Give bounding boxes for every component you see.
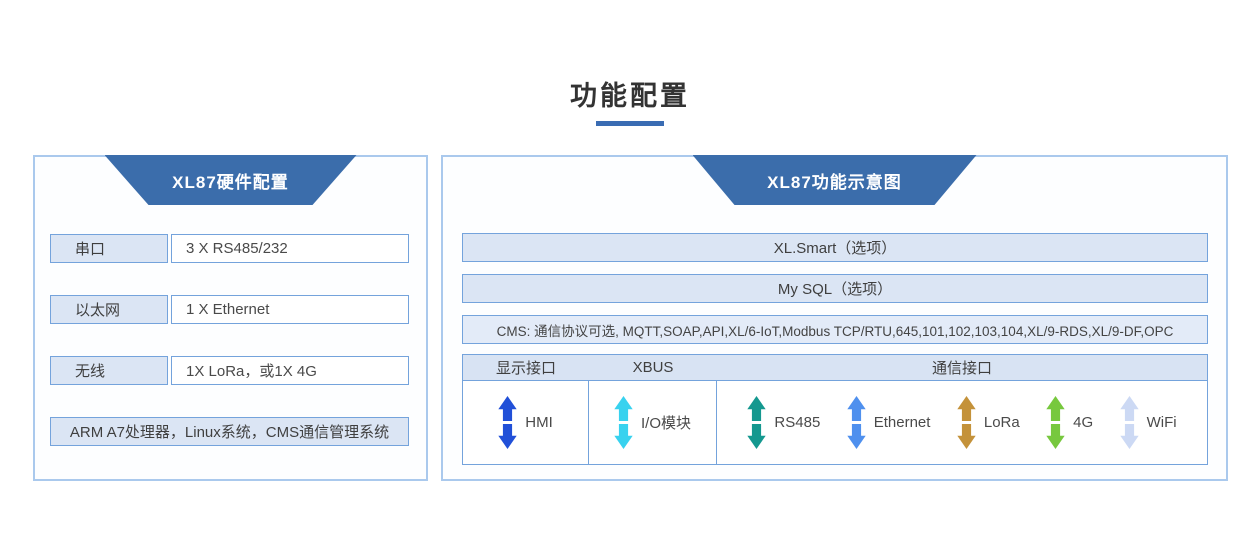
port-label: RS485 [774,414,821,431]
hardware-config-panel-title: XL87硬件配置 [172,172,289,192]
xbus-cell: I/O模块 [589,381,717,464]
comm-interface-cell: RS485 Ethernet [717,381,1207,464]
hardware-row-value: 3 X RS485/232 [171,234,409,263]
interfaces-table-header: 显示接口 XBUS 通信接口 [462,354,1208,381]
updown-arrow-icon [847,396,866,449]
updown-arrow-icon [1119,396,1139,449]
interfaces-table-body: HMI I/O模块 [462,381,1208,465]
port-label: WiFi [1146,414,1177,431]
hardware-row-ethernet: 以太网 1 X Ethernet [50,295,409,324]
function-diagram-panel-title: XL87功能示意图 [767,172,902,192]
cms-protocols-bar: CMS: 通信协议可选, MQTT,SOAP,API,XL/6-IoT,Modb… [462,315,1208,344]
xlsmart-option-bar: XL.Smart（选项） [462,233,1208,262]
hardware-row-label: 无线 [50,356,168,385]
port-lora: LoRa [957,396,1020,449]
function-diagram-panel-header: XL87功能示意图 [693,155,977,205]
port-label: I/O模块 [640,415,691,432]
hardware-row-wireless: 无线 1X LoRa，或1X 4G [50,356,409,385]
mysql-option-bar: My SQL（选项） [462,274,1208,303]
updown-arrow-icon [498,396,517,449]
port-4g: 4G [1046,396,1093,449]
port-label: LoRa [983,414,1020,431]
display-interface-cell: HMI [463,381,589,464]
port-label: Ethernet [873,414,931,431]
interfaces-table: 显示接口 XBUS 通信接口 HMI [462,354,1208,465]
hardware-row-serial: 串口 3 X RS485/232 [50,234,409,263]
hardware-config-panel: XL87硬件配置 串口 3 X RS485/232 以太网 1 X Ethern… [33,155,428,481]
function-diagram-panel: XL87功能示意图 XL.Smart（选项） My SQL（选项） CMS: 通… [441,155,1228,481]
port-wifi: WiFi [1119,396,1177,449]
updown-arrow-icon [957,396,976,449]
port-ethernet: Ethernet [847,396,931,449]
page-title: 功能配置 [570,81,690,111]
header-comm-interface: 通信接口 [931,360,992,377]
port-io-module: I/O模块 [614,396,691,449]
updown-arrow-icon [614,396,633,449]
title-underline [596,121,664,126]
updown-arrow-icon [747,396,767,449]
port-label: 4G [1073,414,1094,431]
port-hmi: HMI [498,396,553,449]
hardware-row-label: 串口 [50,234,168,263]
port-rs485: RS485 [747,396,820,449]
header-display-interface: 显示接口 [495,360,556,377]
hardware-row-label: 以太网 [50,295,168,324]
header-xbus: XBUS [632,359,674,376]
page-header: 功能配置 [0,74,1260,126]
hardware-row-value: 1X LoRa，或1X 4G [171,356,409,385]
hardware-platform-bar: ARM A7处理器，Linux系统，CMS通信管理系统 [50,417,409,446]
port-label: HMI [525,414,553,431]
updown-arrow-icon [1046,396,1065,449]
hardware-config-panel-header: XL87硬件配置 [105,155,357,205]
hardware-row-value: 1 X Ethernet [171,295,409,324]
